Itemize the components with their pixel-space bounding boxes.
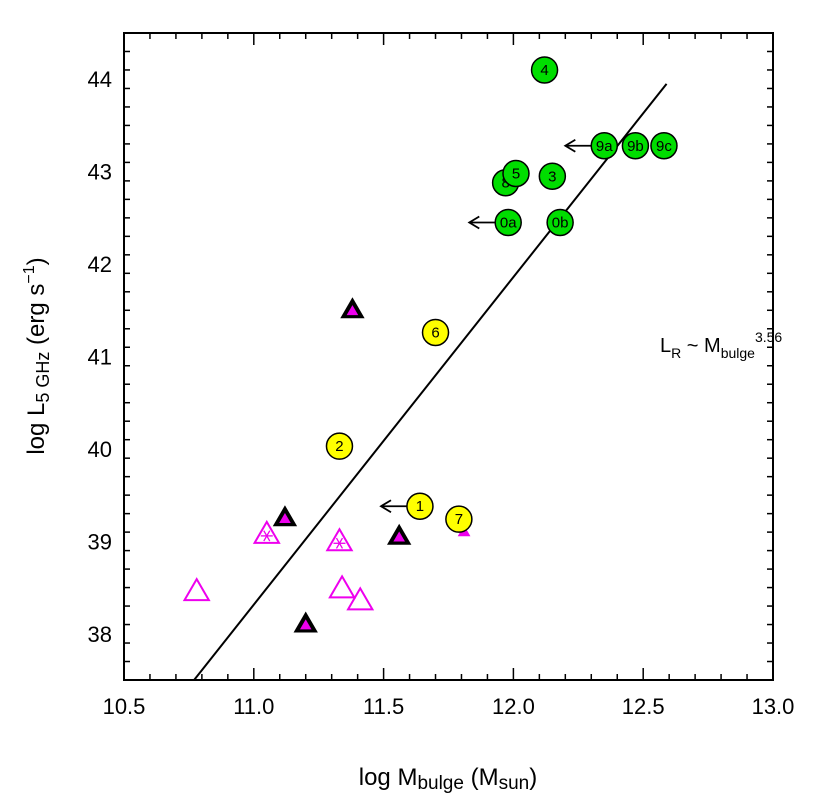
circle-marker-label: 7 bbox=[455, 511, 463, 528]
x-tick-label: 13.0 bbox=[752, 694, 795, 719]
circle-marker-label: 6 bbox=[431, 324, 439, 341]
filled-triangle-core bbox=[279, 513, 291, 524]
circle-marker-label: 0b bbox=[552, 214, 569, 231]
circle-markers: 4 9a 9b 9c 85 3 0a 0b 6 2 1 7 bbox=[325, 56, 678, 533]
circle-marker bbox=[445, 505, 473, 533]
y-tick-label: 41 bbox=[88, 345, 112, 370]
y-axis-title: log L5 GHz (erg s−1) bbox=[21, 257, 53, 454]
starred-triangle-marker bbox=[325, 527, 354, 552]
filled-triangle-core bbox=[346, 305, 359, 316]
circle-marker bbox=[538, 162, 567, 191]
circle-marker bbox=[421, 318, 450, 347]
x-tick-label: 11.5 bbox=[363, 694, 404, 719]
circle-marker-label: 9c bbox=[656, 138, 672, 155]
open-triangle-marker bbox=[182, 577, 211, 602]
y-tick-labels: 38 39 40 41 42 43 44 bbox=[88, 67, 112, 647]
circle-marker bbox=[546, 208, 574, 237]
circle-marker bbox=[406, 492, 434, 520]
filled-triangle-core bbox=[299, 619, 312, 630]
circle-marker-label: 9a bbox=[596, 138, 613, 155]
circle-marker-label: 4 bbox=[540, 62, 548, 79]
axis-ticks bbox=[123, 32, 774, 681]
x-axis-title: log Mbulge (Msun) bbox=[359, 764, 537, 794]
starred-triangle-marker bbox=[252, 519, 281, 544]
circle-marker bbox=[650, 132, 678, 160]
circle-marker-label: 9b bbox=[627, 138, 644, 155]
circle-marker-label: 8 bbox=[501, 175, 509, 192]
circle-marker-label: 3 bbox=[548, 168, 556, 185]
x-tick-label: 12.0 bbox=[492, 694, 535, 719]
fit-line bbox=[193, 83, 668, 681]
upper-limit-arrows bbox=[379, 138, 605, 514]
circle-marker bbox=[502, 159, 530, 188]
circle-marker bbox=[621, 132, 650, 160]
circle-marker bbox=[325, 432, 354, 460]
open-triangle-marker bbox=[346, 586, 375, 611]
circle-marker bbox=[530, 56, 559, 84]
circle-marker-label: 0a bbox=[500, 214, 517, 231]
circle-marker bbox=[590, 132, 619, 160]
plot-frame bbox=[123, 32, 774, 681]
open-triangle-marker bbox=[328, 574, 356, 599]
circle-marker-label: 2 bbox=[335, 438, 343, 455]
triangle-markers bbox=[182, 297, 471, 633]
x-tick-label: 12.5 bbox=[622, 694, 665, 719]
x-tick-label: 10.5 bbox=[103, 694, 146, 719]
circle-marker-label: 1 bbox=[416, 498, 424, 515]
y-tick-label: 39 bbox=[88, 529, 112, 554]
arrow-head bbox=[563, 138, 576, 153]
y-tick-label: 40 bbox=[88, 437, 112, 462]
star-stroke bbox=[263, 530, 271, 542]
star-stroke bbox=[335, 537, 344, 549]
circle-marker bbox=[494, 208, 522, 237]
y-tick-label: 38 bbox=[88, 622, 112, 647]
fit-line-label: LR ~ Mbulge3.56 bbox=[660, 329, 782, 361]
y-tick-label: 43 bbox=[88, 160, 112, 185]
arrow-head bbox=[467, 215, 480, 230]
circle-marker-label: 5 bbox=[512, 165, 520, 182]
fit-line-group bbox=[193, 83, 668, 681]
filled-triangle-core bbox=[393, 531, 405, 542]
y-tick-label: 44 bbox=[88, 67, 112, 92]
x-tick-labels: 10.5 11.0 11.5 12.0 12.5 13.0 bbox=[103, 694, 795, 719]
y-tick-label: 42 bbox=[88, 252, 112, 277]
x-tick-label: 11.0 bbox=[233, 694, 274, 719]
arrow-head bbox=[379, 499, 392, 514]
